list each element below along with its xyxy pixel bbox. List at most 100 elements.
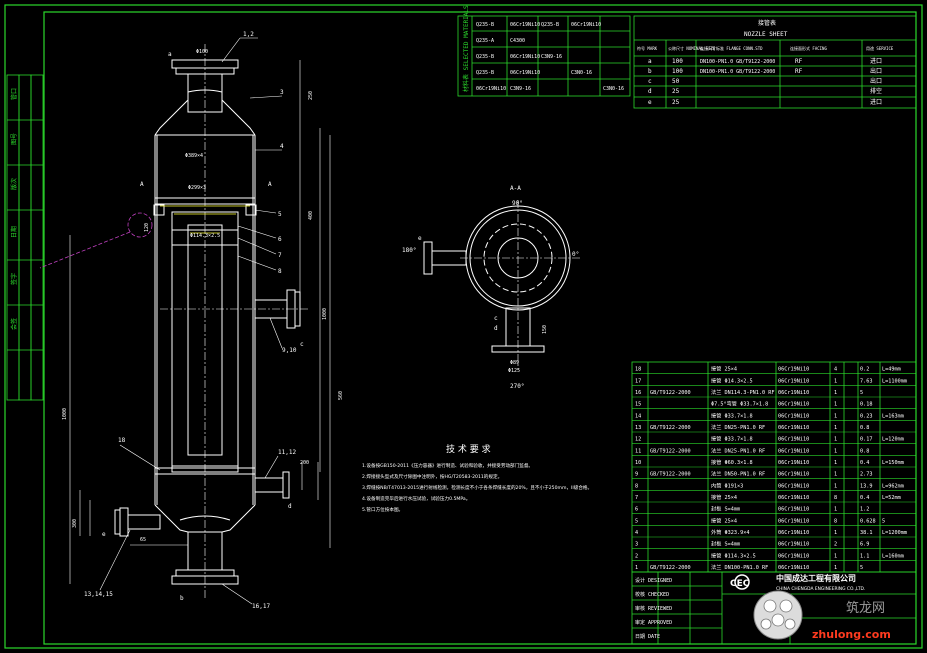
company-logo: CEC 中国成达工程有限公司 CHINA CHENGDA ENGINEERING… (730, 573, 865, 592)
callout-number: 11,12 (278, 449, 296, 456)
callout-number: 9,10 (282, 347, 297, 354)
detail-leader (39, 212, 153, 269)
nozzle-cell: d (648, 88, 652, 95)
parts-cell: 1 (834, 565, 837, 571)
dim-text: Φ114.3×2.5 (190, 233, 220, 239)
parts-cell: 5 (635, 518, 638, 524)
parts-cell: 接管 Φ60.3×1.8 (711, 458, 753, 466)
title-block-text: 设计 DESIGNED 校核 CHECKED 审核 REVIEWED 审定 AP… (635, 577, 672, 640)
tech-req-title: 技 术 要 求 (446, 443, 491, 455)
angle-label: 0° (572, 251, 579, 258)
callout-number: 16,17 (252, 603, 270, 610)
parts-cell: 7 (635, 495, 638, 501)
parts-cell: 1 (834, 507, 837, 513)
yellow-highlight-lines (160, 205, 250, 234)
parts-cell: 17 (635, 378, 641, 384)
nozzle-cell: 50 (672, 78, 680, 85)
dim-text: Φ299×3 (188, 185, 206, 191)
parts-cell: 06Cr19Ni10 (778, 542, 809, 548)
parts-cell: 1 (834, 413, 837, 419)
parts-cell: 16 (635, 390, 641, 396)
material-cell: C3N0-16 (571, 70, 592, 76)
main-view-dims: Φ100 Φ389×4 Φ299×3 Φ114.3×2.5 250 400 56… (62, 49, 344, 543)
angle-label: 180° (402, 247, 416, 254)
parts-cell: 14 (635, 413, 641, 419)
parts-cell: 06Cr19Ni10 (778, 565, 809, 571)
title-row-label: 审核 REVIEWED (635, 605, 672, 612)
parts-cell: GB/T9122-2000 (650, 425, 691, 431)
angle-label: 90° (512, 200, 523, 207)
parts-cell: 06Cr19Ni10 (778, 448, 809, 454)
parts-cell: GB/T9122-2000 (650, 472, 691, 478)
dim-text: Φ89 (510, 360, 519, 366)
nozzle-label-c: c (300, 341, 304, 348)
parts-cell: L=52mm (882, 495, 901, 501)
company-name-en: CHINA CHENGDA ENGINEERING CO.,LTD. (776, 586, 865, 592)
section-title: A-A (510, 185, 521, 192)
parts-cell: GB/T9122-2000 (650, 448, 691, 454)
parts-cell: 法兰 DN25-PN1.0 RF (711, 423, 765, 431)
nozzle-cell: 出口 (870, 67, 882, 75)
part-callout-numbers: 1,2 3 4 5 6 7 8 9,10 11,12 13,14,15 16,1… (84, 31, 297, 610)
material-cell: 06Cr19Ni10 (510, 70, 540, 76)
dim-text: Φ389×4 (185, 153, 203, 159)
logo-mark: CEC (730, 579, 750, 589)
section-mark-right: A (268, 181, 272, 188)
parts-cell: 5 (860, 565, 863, 571)
technical-requirements: 技 术 要 求 1.设备按GB150-2011《压力容器》进行制造、试验和验收，… (362, 443, 592, 513)
nozzle-cell: RF (795, 68, 803, 75)
nozzle-cell: 进口 (870, 57, 882, 65)
left-strip-label: 图号 (11, 133, 18, 145)
parts-cell: 接管 Φ14.3×2.5 (711, 376, 753, 384)
nozzle-header: 符号 MARK (637, 45, 658, 51)
parts-cell: 1 (834, 448, 837, 454)
title-row-label: 设计 DESIGNED (635, 577, 672, 584)
parts-cell: 06Cr19Ni10 (778, 530, 809, 536)
parts-cell: 6 (635, 507, 638, 513)
callout-number: 3 (280, 89, 284, 96)
nozzle-label-e: e (102, 531, 106, 538)
dim-text: 400 (308, 211, 314, 220)
nozzle-cell: 25 (672, 99, 680, 106)
callout-number: 18 (118, 437, 126, 444)
parts-cell: 06Cr19Ni10 (778, 483, 809, 489)
main-view-centerlines (160, 44, 310, 600)
watermark: 筑龙网 zhulong.com (753, 590, 891, 641)
parts-cell: 0.628 (860, 518, 876, 524)
nozzle-cell: a (648, 58, 652, 65)
left-strip-label: 日期 (10, 226, 18, 238)
callout-number: 4 (280, 143, 284, 150)
nozzle-cell: b (648, 68, 652, 75)
dim-text: 120 (144, 223, 150, 232)
parts-cell: 0.18 (860, 402, 873, 408)
dim-text: 1000 (322, 308, 328, 320)
nozzle-label-d: d (288, 503, 292, 510)
parts-cell: 06Cr19Ni10 (778, 460, 809, 466)
nozzle-cell: 出口 (870, 77, 882, 85)
material-table (457, 15, 631, 97)
parts-cell: 8 (834, 495, 837, 501)
parts-cell: 0.8 (860, 425, 869, 431)
parts-cell: 1 (834, 460, 837, 466)
parts-cell: 6.9 (860, 542, 869, 548)
left-revision-strip (6, 74, 44, 401)
parts-cell: 内筒 Φ191×3 (711, 481, 743, 489)
material-cell: Q235-B (476, 54, 494, 60)
nozzle-label-a: a (168, 51, 172, 58)
parts-cell: 接管 25×4 (711, 516, 737, 524)
callout-number: 5 (278, 211, 282, 218)
callout-number: 8 (278, 268, 282, 275)
nozzle-label-d: d (494, 325, 498, 332)
material-cell: Q235-B (476, 70, 494, 76)
parts-cell: 外筒 Φ323.9×4 (711, 528, 749, 536)
tech-req-line: 3.焊缝按NB/T47013-2015进行射线检测，检测长度不小于各条焊缝长度的… (362, 484, 592, 491)
callout-number: 1,2 (243, 31, 254, 38)
parts-cell: 接管 25×4 (711, 365, 737, 373)
parts-cell: 1 (834, 390, 837, 396)
material-cell: C4300 (510, 38, 525, 44)
parts-cell: L=1200mm (882, 530, 907, 536)
company-name-cn: 中国成达工程有限公司 (776, 573, 856, 583)
material-cell: C3N9-16 (510, 86, 531, 92)
parts-cell: 1 (834, 530, 837, 536)
